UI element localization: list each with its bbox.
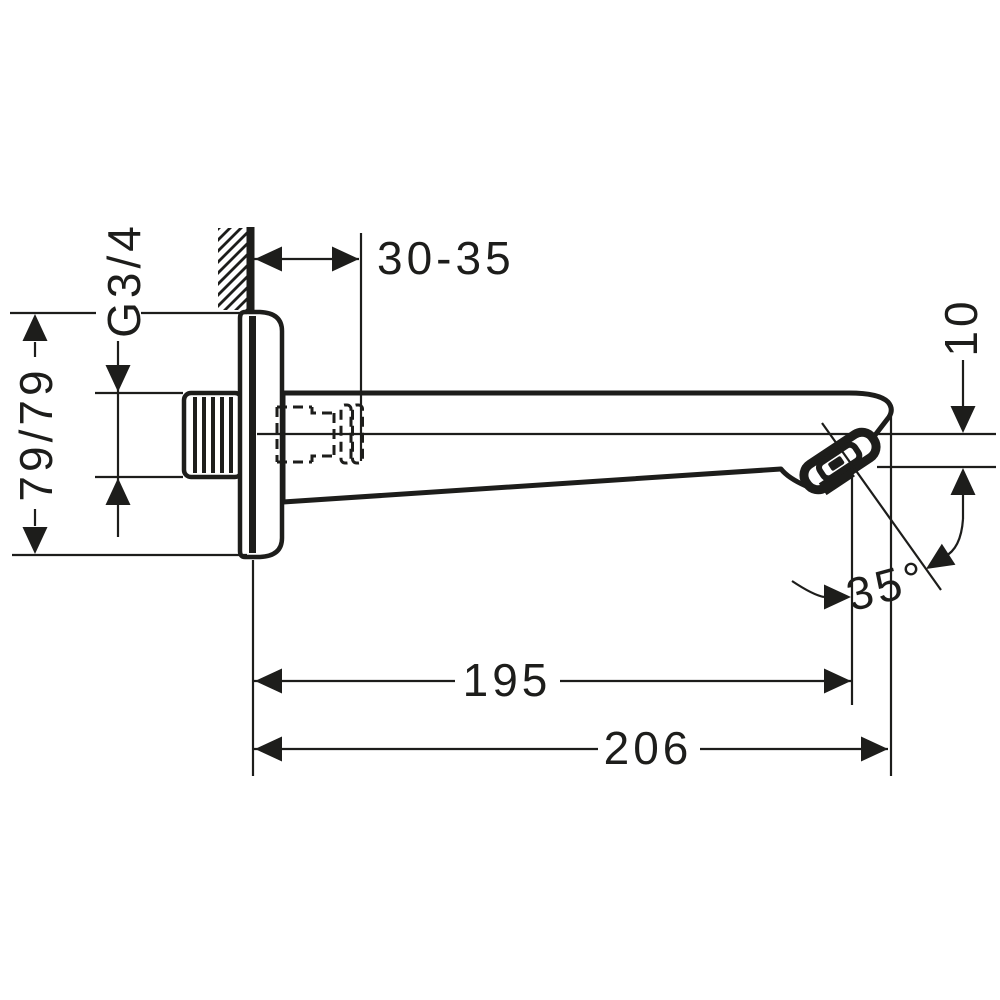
dim-length-to-outlet: 195 xyxy=(251,473,854,776)
dim-outlet-drop: 10 xyxy=(935,297,987,519)
dim-escutcheon-size-label: 79/79 xyxy=(10,366,62,501)
spout-body xyxy=(280,390,894,505)
dim-flow-angle-label: 35° xyxy=(841,550,933,621)
hidden-supply-pipe xyxy=(275,403,364,465)
dim-thread-size-label: G3/4 xyxy=(98,222,150,338)
wall-face xyxy=(246,227,255,311)
dim-escutcheon-size: 79/79 xyxy=(10,311,247,557)
dim-length-total-label: 206 xyxy=(604,722,693,774)
dim-thread-size: G3/4 xyxy=(95,222,183,537)
thread-connector xyxy=(181,390,245,480)
dim-wall-pipe-protrusion: 30-35 xyxy=(254,232,515,461)
dim-length-total: 206 xyxy=(254,410,893,776)
dim-length-to-outlet-label: 195 xyxy=(463,654,552,706)
flow-angle-line xyxy=(821,422,942,591)
aerator-outlet xyxy=(799,427,881,496)
wall-hatch xyxy=(218,228,247,310)
dim-outlet-drop-label: 10 xyxy=(935,297,987,356)
wall-section xyxy=(218,227,255,311)
dim-wall-pipe-protrusion-label: 30-35 xyxy=(377,232,515,284)
